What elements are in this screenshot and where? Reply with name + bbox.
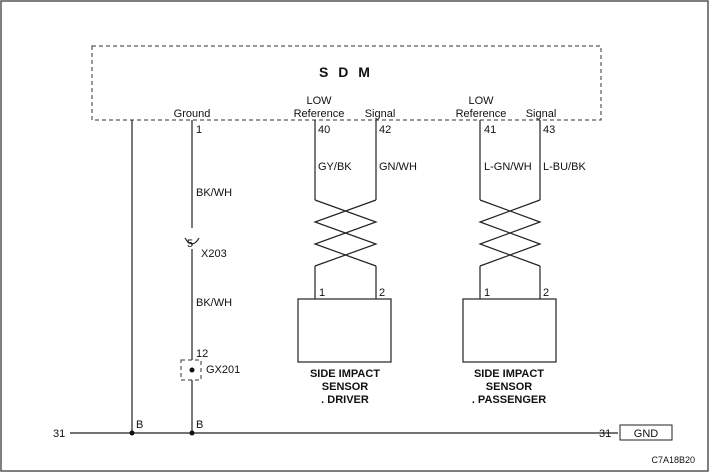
- splice-right-label: B: [196, 419, 203, 431]
- figure-code: C7A18B20: [651, 455, 695, 465]
- ground-wire-lower-label: BK/WH: [196, 297, 232, 309]
- bus-right-number: 31: [599, 428, 611, 440]
- passenger-sensor-name-2: SENSOR: [486, 381, 533, 393]
- driver-sensor-pin2: 2: [379, 287, 385, 299]
- driver-sensor-pin1: 1: [319, 287, 325, 299]
- gnd-label: GND: [634, 428, 659, 440]
- ground-pin: 1: [196, 124, 202, 136]
- passenger-signal-pin: 43: [543, 124, 555, 136]
- passenger-sensor-name-1: SIDE IMPACT: [474, 368, 544, 380]
- x203-connector-symbol: [184, 237, 200, 245]
- gx201-ground-dot: [189, 367, 195, 373]
- passenger-signal-label: Signal: [526, 108, 557, 120]
- splice-left-dot: [129, 430, 135, 436]
- x203-name: X203: [201, 248, 227, 260]
- driver-ref-wire-color: GY/BK: [318, 161, 352, 173]
- passenger-ref-label-2: Reference: [456, 108, 507, 120]
- driver-signal-label: Signal: [365, 108, 396, 120]
- splice-left-label: B: [136, 419, 143, 431]
- passenger-twisted-pair: [478, 199, 542, 267]
- driver-sensor-name-2: SENSOR: [322, 381, 369, 393]
- gx201-name: GX201: [206, 364, 240, 376]
- driver-sensor-name-3: . DRIVER: [321, 394, 369, 406]
- driver-twisted-pair: [313, 199, 378, 267]
- bus-left-number: 31: [53, 428, 65, 440]
- passenger-ref-pin: 41: [484, 124, 496, 136]
- sdm-module-box: [91, 45, 602, 121]
- gx201-pin: 12: [196, 348, 208, 360]
- passenger-sensor-pin1: 1: [484, 287, 490, 299]
- ground-label: Ground: [174, 108, 211, 120]
- passenger-signal-wire-color: L-BU/BK: [543, 161, 586, 173]
- passenger-ref-label-1: LOW: [468, 95, 494, 107]
- driver-sensor-name-1: SIDE IMPACT: [310, 368, 380, 380]
- passenger-ref-wire-color: L-GN/WH: [484, 161, 532, 173]
- gx201-ground-box: [180, 359, 202, 381]
- driver-signal-pin: 42: [379, 124, 391, 136]
- driver-ref-label-1: LOW: [306, 95, 332, 107]
- passenger-sensor-box: [462, 298, 557, 363]
- driver-sensor-box: [297, 298, 392, 363]
- driver-ref-label-2: Reference: [294, 108, 345, 120]
- splice-right-dot: [189, 430, 195, 436]
- passenger-sensor-pin2: 2: [543, 287, 549, 299]
- driver-signal-wire-color: GN/WH: [379, 161, 417, 173]
- passenger-sensor-name-3: . PASSENGER: [472, 394, 546, 406]
- module-title: S D M: [319, 64, 373, 80]
- x203-pin: 5: [187, 238, 193, 250]
- gnd-box: [619, 424, 673, 441]
- ground-wire-upper-label: BK/WH: [196, 187, 232, 199]
- driver-ref-pin: 40: [318, 124, 330, 136]
